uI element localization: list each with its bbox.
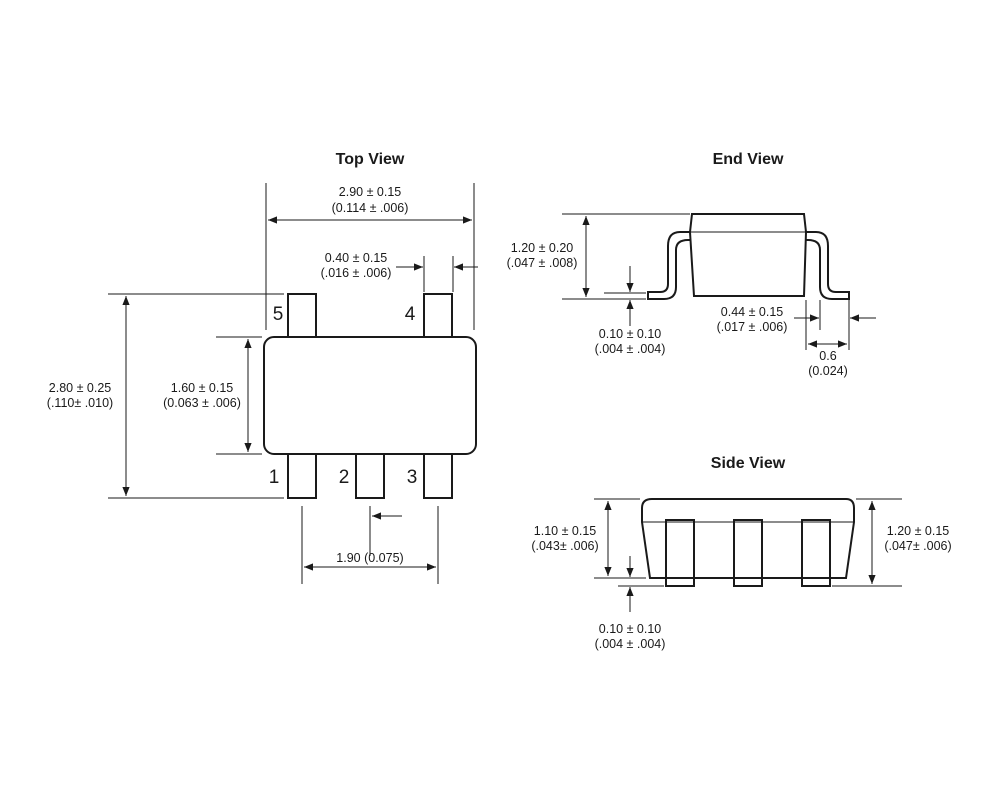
lead-2 <box>355 453 385 499</box>
side-lead-3 <box>801 519 831 587</box>
body-height-dim-in: (0.063 ± .006) <box>163 396 241 410</box>
top-width-dim-in: (0.114 ± .006) <box>332 201 409 215</box>
pin-label-1: 1 <box>269 467 280 488</box>
side-body-dim-in: (.043± .006) <box>531 539 598 553</box>
side-standoff-dim-in: (.004 ± .004) <box>595 637 666 651</box>
end-foot-dim-in: (0.024) <box>808 364 848 378</box>
pin-label-3: 3 <box>407 467 418 488</box>
end-view: End View 1.20 ± 0.20 (.047 ± .008) 0.10 … <box>507 151 876 378</box>
end-view-title: End View <box>713 151 784 168</box>
side-view-body <box>641 498 855 579</box>
lead-1 <box>287 453 317 499</box>
end-lead-dim: 0.44 ± 0.15 <box>721 305 784 319</box>
body-height-dim: 1.60 ± 0.15 <box>171 381 234 395</box>
side-height-dim-in: (.047± .006) <box>884 539 951 553</box>
top-view-title: Top View <box>336 151 405 168</box>
side-view: Side View 1.10 ± 0.15 (.043± .006) 0.10 … <box>531 455 951 651</box>
top-view-body <box>263 336 477 455</box>
top-width-dim: 2.90 ± 0.15 <box>339 185 402 199</box>
side-height-dim: 1.20 ± 0.15 <box>887 524 950 538</box>
lead-3 <box>423 453 453 499</box>
side-lead-2 <box>733 519 763 587</box>
pin-label-4: 4 <box>405 304 416 325</box>
overall-height-dim-in: (.110± .010) <box>47 396 113 410</box>
side-standoff-dim: 0.10 ± 0.10 <box>599 622 662 636</box>
pitch-dim: 1.90 (0.075) <box>336 551 403 565</box>
end-foot-dim: 0.6 <box>819 349 836 363</box>
side-lead-1 <box>665 519 695 587</box>
end-height-dim-in: (.047 ± .008) <box>507 256 578 270</box>
lead-5 <box>287 293 317 339</box>
top-view: Top View 5 4 1 2 3 2.90 ± 0.15 (0.114 ± … <box>47 151 478 584</box>
lead-width-dim: 0.40 ± 0.15 <box>325 251 388 265</box>
side-body-dim: 1.10 ± 0.15 <box>534 524 597 538</box>
end-view-body <box>688 213 808 297</box>
lead-width-dim-in: (.016 ± .006) <box>321 266 392 280</box>
overall-height-dim: 2.80 ± 0.25 <box>49 381 112 395</box>
end-standoff-dim: 0.10 ± 0.10 <box>599 327 662 341</box>
end-lead-dim-in: (.017 ± .006) <box>717 320 788 334</box>
pin-label-2: 2 <box>339 467 350 488</box>
end-view-lead-right <box>806 231 850 300</box>
lead-4 <box>423 293 453 339</box>
end-view-lead-left <box>647 231 690 300</box>
end-standoff-dim-in: (.004 ± .004) <box>595 342 666 356</box>
pin-label-5: 5 <box>273 304 284 325</box>
side-view-title: Side View <box>711 455 786 472</box>
end-height-dim: 1.20 ± 0.20 <box>511 241 574 255</box>
